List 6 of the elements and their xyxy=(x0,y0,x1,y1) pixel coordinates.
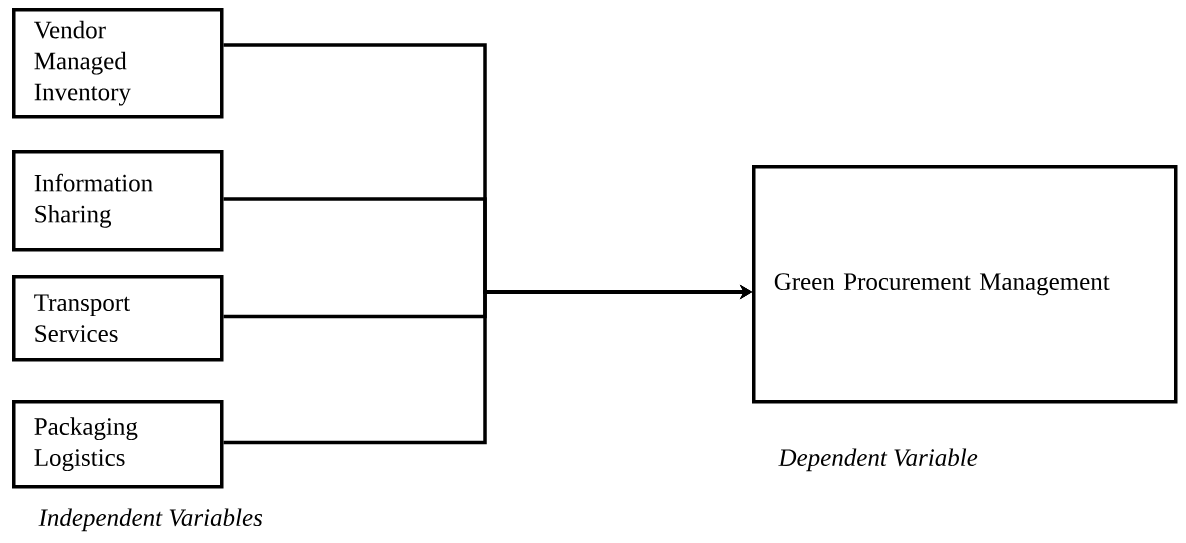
variable-box: Transport Services xyxy=(12,275,224,362)
variable-box: Packaging Logistics xyxy=(12,400,224,489)
variable-box: Information Sharing xyxy=(12,150,224,252)
caption-text: Dependent Variable xyxy=(778,448,978,472)
variable-box: Vendor Managed Inventory xyxy=(12,8,224,119)
target-box: Green Procurement Management xyxy=(752,165,1178,404)
